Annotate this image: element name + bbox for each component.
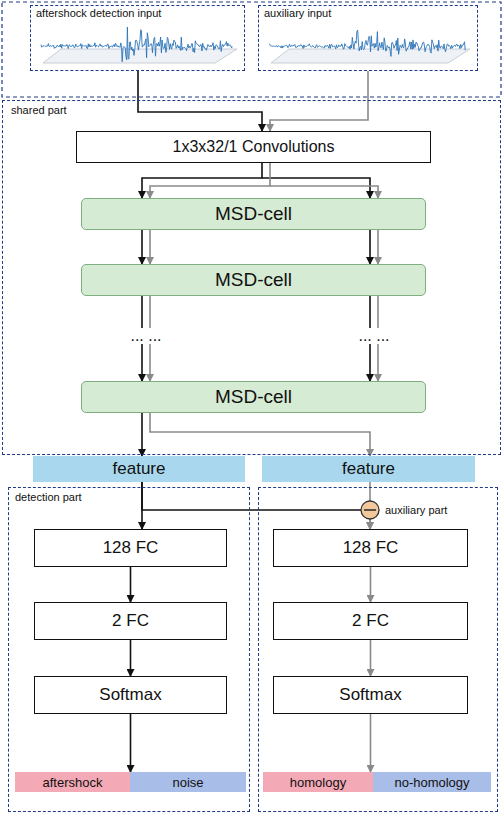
node-label: aftershock: [43, 775, 103, 790]
waveform-trace: [41, 27, 232, 62]
output-class: homology: [263, 772, 373, 792]
node-label: homology: [290, 775, 346, 790]
connector-line: [150, 413, 370, 456]
connector-line: [138, 71, 262, 131]
node-label: Softmax: [339, 685, 401, 705]
connector-arrow: [370, 640, 371, 676]
layer-box: 128 FC: [34, 529, 227, 567]
layer-box: Softmax: [273, 676, 468, 714]
feature-band: feature: [262, 456, 475, 482]
layer-box: 1x3x32/1 Convolutions: [76, 131, 431, 163]
connector-arrow: [142, 482, 370, 529]
connector-line: [130, 714, 132, 772]
node-label: 128 FC: [103, 538, 159, 558]
minus-sign: [364, 509, 376, 511]
msd-cell-box: MSD-cell: [81, 264, 426, 296]
connector-arrow: [270, 71, 368, 131]
node-label: feature: [113, 459, 166, 479]
node-label: 2 FC: [112, 611, 149, 631]
waveform-plane: [43, 49, 237, 63]
msd-cell-box: MSD-cell: [81, 381, 426, 413]
part-region: auxiliary part 128 FC 2 FC Softmax homology n…: [258, 487, 498, 812]
connector-line: [130, 567, 132, 602]
layer-box: Softmax: [34, 676, 227, 714]
connector-line: [370, 714, 372, 772]
connector-arrow: [370, 567, 371, 602]
node-label: 128 FC: [343, 538, 399, 558]
connector-arrow: [138, 71, 262, 131]
layer-box: 2 FC: [273, 602, 468, 640]
connector-arrow: [142, 230, 378, 264]
connector-line: [370, 640, 372, 676]
connector-arrow: [370, 714, 371, 772]
connector-line: [142, 163, 262, 198]
connector-line: [262, 178, 370, 198]
output-class: aftershock: [15, 772, 130, 792]
connector-arrow: [130, 714, 131, 772]
node-label: noise: [172, 775, 203, 790]
node-label: MSD-cell: [215, 386, 292, 408]
node-label: MSD-cell: [215, 203, 292, 225]
connector-line: [141, 230, 143, 264]
part-label: auxiliary part: [383, 504, 449, 517]
input-frame-border: [2, 2, 501, 97]
connector-line: [141, 413, 143, 456]
waveform-trace: [269, 30, 465, 56]
node-label: Softmax: [99, 685, 161, 705]
connector-arrow: [130, 640, 131, 676]
connector-arrow: [142, 296, 378, 381]
connector-arrow: [142, 163, 378, 198]
node-label: MSD-cell: [215, 269, 292, 291]
feature-band: feature: [33, 456, 245, 482]
connector-arrow: [142, 413, 143, 456]
subtract-circle: [361, 501, 379, 519]
part-region: detection part 128 FC 2 FC Softmax aftershoc…: [8, 487, 250, 812]
connector-line: [150, 163, 270, 198]
part-label: detection part: [13, 491, 84, 504]
connector-line: [130, 640, 132, 676]
output-class: noise: [130, 772, 246, 792]
connector-line: [270, 186, 378, 198]
connector-line: [270, 71, 368, 131]
node-label: 2 FC: [352, 611, 389, 631]
node-label: feature: [342, 459, 395, 479]
connector-arrow: [150, 413, 370, 456]
ellipsis-label: ... ...: [357, 328, 390, 344]
output-class: no-homology: [373, 772, 491, 792]
layer-box: 128 FC: [273, 529, 468, 567]
connector-line: [149, 230, 151, 264]
msd-cell-box: MSD-cell: [81, 198, 426, 230]
connector-arrow: [130, 567, 131, 602]
layer-box: 2 FC: [34, 602, 227, 640]
part-region: shared part 1x3x32/1 ConvolutionsMSD-cell…: [2, 100, 501, 455]
part-label: auxiliary input: [262, 7, 333, 20]
node-label: no-homology: [394, 775, 469, 790]
input-panel: auxiliary input: [258, 5, 478, 71]
connector-line: [369, 230, 371, 264]
ellipsis-label: ... ...: [129, 328, 162, 344]
node-label: 1x3x32/1 Convolutions: [173, 138, 335, 156]
part-label: aftershock detection input: [34, 7, 163, 20]
connector-line: [377, 230, 379, 264]
connector-line: [370, 567, 372, 602]
input-panel: aftershock detection input: [30, 5, 245, 71]
part-label: shared part: [9, 104, 69, 117]
